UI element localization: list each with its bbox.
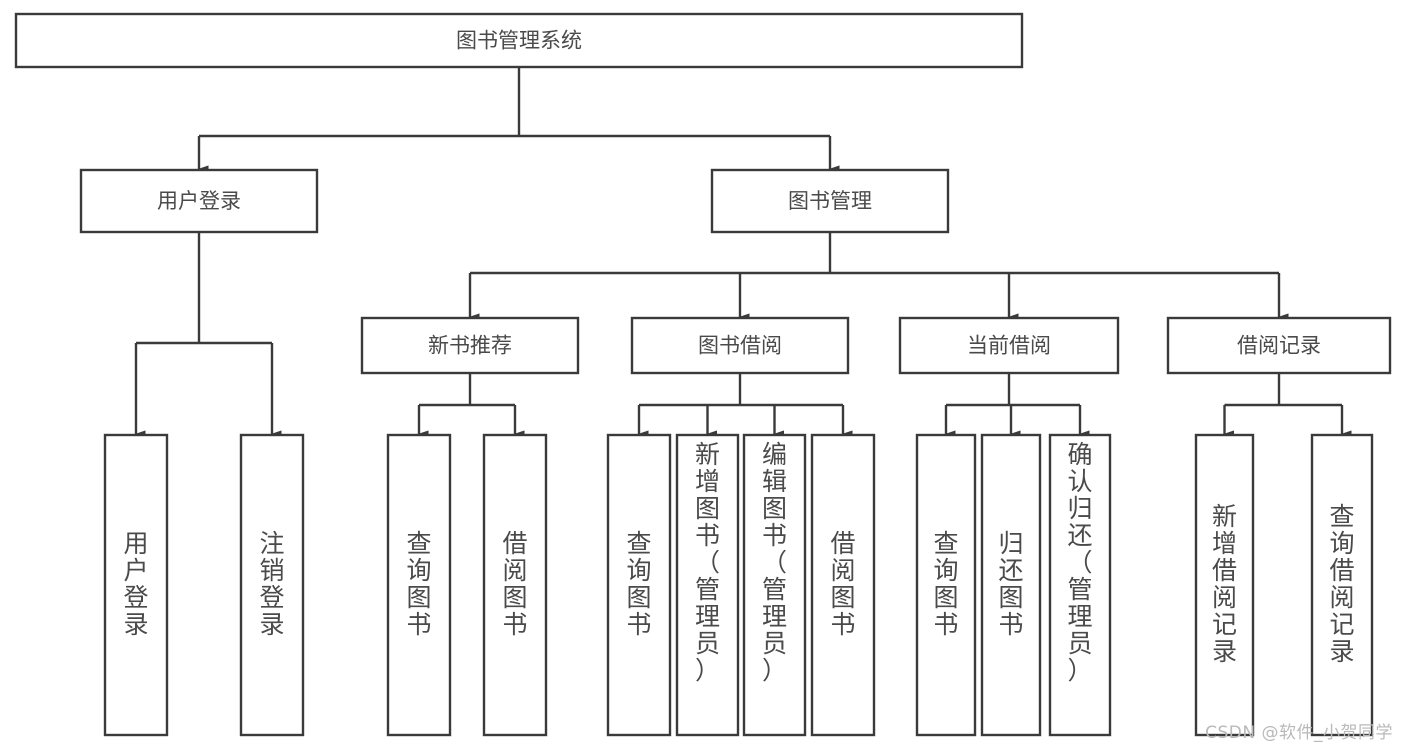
node-label-user-logout: 注销登录 bbox=[259, 529, 284, 639]
node-current-borrow[interactable]: 当前借阅 bbox=[898, 316, 1120, 375]
node-box-query-borrow-record[interactable] bbox=[1310, 433, 1374, 737]
node-box-query-book-3[interactable] bbox=[915, 433, 977, 737]
node-label-root: 图书管理系统 bbox=[456, 29, 582, 53]
node-label-borrow-records: 借阅记录 bbox=[1237, 334, 1321, 358]
node-box-current-borrow[interactable] bbox=[898, 316, 1120, 375]
node-box-new-book-recommend[interactable] bbox=[360, 316, 580, 375]
node-box-book-borrow[interactable] bbox=[630, 316, 850, 375]
connector-layer bbox=[134, 67, 1352, 438]
node-label-query-borrow-record: 查询借阅记录 bbox=[1329, 502, 1354, 666]
node-label-user-login-do: 用户登录 bbox=[123, 529, 148, 639]
node-label-query-book-3: 查询图书 bbox=[933, 529, 958, 639]
node-borrow-book-2[interactable]: 借阅图书 bbox=[810, 433, 876, 737]
node-return-book[interactable]: 归还图书 bbox=[980, 433, 1042, 737]
node-confirm-return-admin[interactable]: 确认归还（管理员） bbox=[1048, 433, 1112, 737]
node-user-login[interactable]: 用户登录 bbox=[79, 168, 319, 234]
node-layer: 图书管理系统用户登录图书管理用户登录注销登录新书推荐图书借阅当前借阅借阅记录查询… bbox=[14, 12, 1392, 737]
node-user-logout[interactable]: 注销登录 bbox=[239, 433, 305, 737]
node-user-login-do[interactable]: 用户登录 bbox=[103, 433, 169, 737]
node-label-user-login: 用户登录 bbox=[157, 189, 241, 213]
node-box-borrow-records[interactable] bbox=[1166, 316, 1392, 375]
node-label-current-borrow: 当前借阅 bbox=[967, 334, 1051, 358]
node-label-edit-book-admin: 编辑图书（管理员） bbox=[762, 440, 787, 685]
node-box-return-book[interactable] bbox=[980, 433, 1042, 737]
node-box-add-book-admin[interactable] bbox=[675, 433, 740, 737]
node-label-confirm-return-admin: 确认归还（管理员） bbox=[1067, 440, 1092, 685]
node-label-add-borrow-record: 新增借阅记录 bbox=[1212, 502, 1237, 666]
node-box-add-borrow-record[interactable] bbox=[1194, 433, 1255, 737]
node-box-borrow-book-2[interactable] bbox=[810, 433, 876, 737]
node-label-borrow-book-1: 借阅图书 bbox=[502, 529, 527, 639]
node-query-book-2[interactable]: 查询图书 bbox=[606, 433, 672, 737]
node-box-edit-book-admin[interactable] bbox=[742, 433, 807, 737]
node-box-query-book-2[interactable] bbox=[606, 433, 672, 737]
node-label-query-book-2: 查询图书 bbox=[626, 529, 651, 639]
node-box-confirm-return-admin[interactable] bbox=[1048, 433, 1112, 737]
node-label-book-manage: 图书管理 bbox=[788, 189, 872, 213]
node-borrow-book-1[interactable]: 借阅图书 bbox=[482, 433, 548, 737]
node-box-book-manage[interactable] bbox=[710, 168, 950, 234]
node-add-borrow-record[interactable]: 新增借阅记录 bbox=[1194, 433, 1255, 737]
node-box-user-logout[interactable] bbox=[239, 433, 305, 737]
node-box-borrow-book-1[interactable] bbox=[482, 433, 548, 737]
node-box-root[interactable] bbox=[14, 12, 1024, 69]
node-box-query-book-1[interactable] bbox=[386, 433, 452, 737]
node-label-borrow-book-2: 借阅图书 bbox=[830, 529, 855, 639]
node-borrow-records[interactable]: 借阅记录 bbox=[1166, 316, 1392, 375]
node-query-borrow-record[interactable]: 查询借阅记录 bbox=[1310, 433, 1374, 737]
node-box-user-login-do[interactable] bbox=[103, 433, 169, 737]
node-label-query-book-1: 查询图书 bbox=[406, 529, 431, 639]
node-query-book-3[interactable]: 查询图书 bbox=[915, 433, 977, 737]
node-label-return-book: 归还图书 bbox=[998, 529, 1023, 639]
node-new-book-recommend[interactable]: 新书推荐 bbox=[360, 316, 580, 375]
node-book-manage[interactable]: 图书管理 bbox=[710, 168, 950, 234]
node-add-book-admin[interactable]: 新增图书（管理员） bbox=[675, 433, 740, 737]
node-label-book-borrow: 图书借阅 bbox=[698, 334, 782, 358]
node-label-new-book-recommend: 新书推荐 bbox=[428, 334, 512, 358]
node-root[interactable]: 图书管理系统 bbox=[14, 12, 1024, 69]
node-book-borrow[interactable]: 图书借阅 bbox=[630, 316, 850, 375]
node-edit-book-admin[interactable]: 编辑图书（管理员） bbox=[742, 433, 807, 737]
node-label-add-book-admin: 新增图书（管理员） bbox=[695, 440, 720, 685]
node-query-book-1[interactable]: 查询图书 bbox=[386, 433, 452, 737]
node-box-user-login[interactable] bbox=[79, 168, 319, 234]
